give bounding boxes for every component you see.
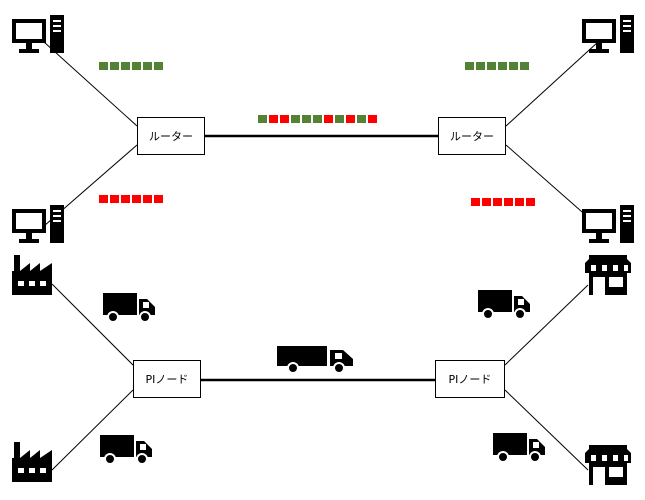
- packet-group-top-left: [99, 62, 163, 70]
- packet-green: [335, 115, 344, 123]
- truck-icon: [99, 434, 153, 465]
- packet-green: [357, 115, 366, 123]
- packet-red: [346, 115, 355, 123]
- packet-green: [509, 62, 518, 70]
- packet-green: [498, 62, 507, 70]
- computer-icon: [582, 205, 634, 243]
- packet-green: [132, 62, 141, 70]
- computer-icon: [12, 205, 64, 243]
- packet-green: [143, 62, 152, 70]
- pi-node-left-label: PIノード: [145, 373, 189, 386]
- packet-red: [269, 115, 278, 123]
- store-icon: [585, 445, 631, 485]
- router-left-label: ルーター: [149, 130, 193, 143]
- truck-icon: [492, 432, 546, 463]
- link-pc-top-left: [43, 41, 138, 127]
- pi-node-right: PIノード: [435, 360, 505, 398]
- packet-red: [471, 198, 480, 206]
- packet-group-top-right: [465, 62, 529, 70]
- computer-icon: [12, 15, 64, 53]
- packet-red: [121, 195, 130, 203]
- packet-green: [291, 115, 300, 123]
- link-pc-top-right: [505, 41, 599, 127]
- packet-green: [154, 62, 163, 70]
- packet-red: [110, 195, 119, 203]
- packet-red: [154, 195, 163, 203]
- truck-icon: [276, 345, 354, 374]
- factory-icon: [12, 255, 52, 295]
- packet-red: [132, 195, 141, 203]
- truck-icon: [102, 292, 156, 323]
- packet-red: [482, 198, 491, 206]
- packet-red: [515, 198, 524, 206]
- packet-green: [313, 115, 322, 123]
- packet-green: [476, 62, 485, 70]
- router-left: ルーター: [137, 117, 205, 155]
- packet-red: [504, 198, 513, 206]
- factory-icon: [12, 442, 52, 482]
- link-factory-bottom: [51, 389, 134, 471]
- packet-group-bottom-right: [471, 198, 535, 206]
- packet-red: [143, 195, 152, 203]
- packet-green: [302, 115, 311, 123]
- router-right: ルーター: [438, 117, 506, 155]
- link-store-bottom: [504, 389, 589, 471]
- packet-red: [324, 115, 333, 123]
- packet-group-bottom-left: [99, 195, 163, 203]
- packet-red: [493, 198, 502, 206]
- pi-node-left: PIノード: [133, 360, 201, 398]
- router-right-label: ルーター: [450, 130, 494, 143]
- packet-red: [526, 198, 535, 206]
- packet-green: [520, 62, 529, 70]
- link-store-top: [504, 284, 589, 366]
- computer-icon: [582, 15, 634, 53]
- pi-node-right-label: PIノード: [448, 373, 492, 386]
- packet-green: [110, 62, 119, 70]
- packet-green: [99, 62, 108, 70]
- packet-green: [121, 62, 130, 70]
- packet-red: [280, 115, 289, 123]
- packet-group-link: [258, 115, 377, 123]
- truck-icon: [477, 289, 531, 320]
- packet-green: [258, 115, 267, 123]
- store-icon: [585, 255, 631, 295]
- packet-green: [465, 62, 474, 70]
- packet-red: [368, 115, 377, 123]
- packet-green: [487, 62, 496, 70]
- packet-red: [99, 195, 108, 203]
- link-factory-top: [51, 283, 134, 366]
